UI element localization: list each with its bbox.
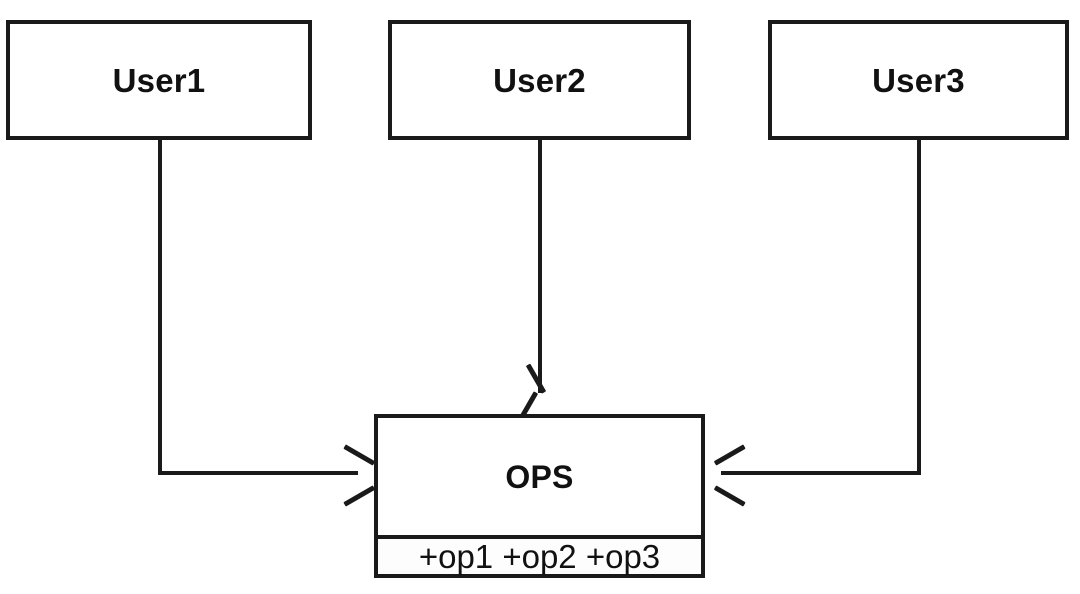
node-ops[interactable]: OPS +op1 +op2 +op3: [374, 414, 705, 578]
edge-user2-to-ops-vertical-segment: [538, 140, 542, 393]
node-user1-label: User1: [112, 61, 206, 99]
node-user3[interactable]: User3: [768, 20, 1069, 140]
node-user1[interactable]: User1: [6, 20, 312, 140]
edge-user1-to-ops-vertical-segment: [158, 140, 162, 475]
node-user2[interactable]: User2: [388, 20, 691, 140]
node-ops-operations-label: +op1 +op2 +op3: [418, 538, 661, 575]
edge-user3-to-ops-vertical-segment: [917, 140, 921, 475]
node-ops-label: OPS: [505, 458, 574, 495]
node-user2-label: User2: [493, 61, 586, 99]
edge-user1-to-ops-horizontal-segment: [158, 471, 358, 475]
node-ops-operations-compartment: +op1 +op2 +op3: [378, 535, 701, 574]
node-user3-label: User3: [872, 61, 965, 99]
node-ops-name-compartment: OPS: [378, 418, 701, 535]
edge-user3-to-ops-horizontal-segment: [721, 471, 921, 475]
